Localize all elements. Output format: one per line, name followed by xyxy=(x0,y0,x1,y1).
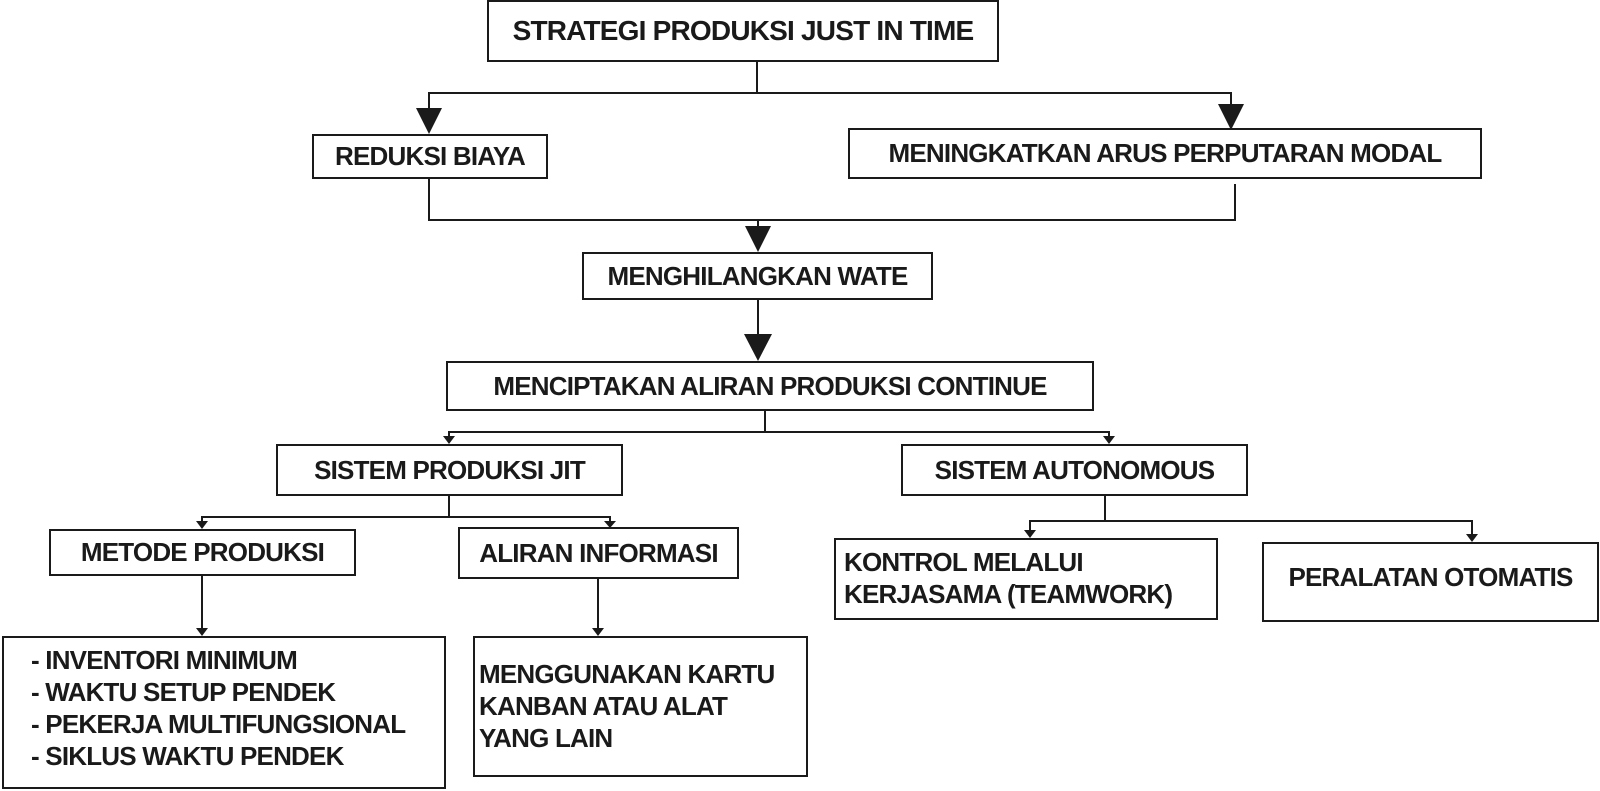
node-sistem-autonomous-label: SISTEM AUTONOMOUS xyxy=(934,454,1215,485)
arrow-head-icon xyxy=(744,334,772,361)
node-menghilangkan-label: MENGHILANGKAN WATE xyxy=(607,260,909,291)
node-metode-produksi: METODE PRODUKSI xyxy=(49,529,356,576)
node-aliran-informasi-label: ALIRAN INFORMASI xyxy=(479,537,718,568)
arrow-head-icon xyxy=(416,108,442,134)
node-sistem-jit: SISTEM PRODUKSI JIT xyxy=(276,444,623,496)
node-reduksi-biaya-label: REDUKSI BIAYA xyxy=(335,141,526,171)
node-reduksi-biaya: REDUKSI BIAYA xyxy=(312,134,548,179)
node-sistem-autonomous: SISTEM AUTONOMOUS xyxy=(901,444,1248,496)
kontrol-line: KERJASAMA (TEAMWORK) xyxy=(844,579,1173,609)
kanban-line: YANG LAIN xyxy=(479,723,613,753)
node-arus-modal: MENINGKATKAN ARUS PERPUTARAN MODAL xyxy=(848,128,1482,179)
metode-item: - WAKTU SETUP PENDEK xyxy=(31,677,336,707)
kanban-line: KANBAN ATAU ALAT xyxy=(479,691,728,721)
node-aliran-continue: MENCIPTAKAN ALIRAN PRODUKSI CONTINUE xyxy=(446,361,1094,411)
node-root: STRATEGI PRODUKSI JUST IN TIME xyxy=(487,0,999,62)
node-kontrol-teamwork: KONTROL MELALUI KERJASAMA (TEAMWORK) xyxy=(834,538,1218,620)
node-menghilangkan-wate: MENGHILANGKAN WATE xyxy=(582,252,933,300)
node-peralatan-label: PERALATAN OTOMATIS xyxy=(1288,562,1573,592)
node-metode-items: - INVENTORI MINIMUM - WAKTU SETUP PENDEK… xyxy=(2,636,446,789)
metode-item: - PEKERJA MULTIFUNGSIONAL xyxy=(31,709,406,739)
kontrol-line: KONTROL MELALUI xyxy=(844,547,1084,577)
node-peralatan-otomatis: PERALATAN OTOMATIS xyxy=(1262,542,1599,622)
arrow-head-icon xyxy=(745,226,771,252)
node-metode-produksi-label: METODE PRODUKSI xyxy=(80,537,325,567)
arrow-head-icon xyxy=(1218,104,1244,130)
node-aliran-continue-label: MENCIPTAKAN ALIRAN PRODUKSI CONTINUE xyxy=(493,370,1047,401)
node-root-label: STRATEGI PRODUKSI JUST IN TIME xyxy=(512,15,975,46)
metode-item: - INVENTORI MINIMUM xyxy=(31,645,298,675)
kanban-line: MENGGUNAKAN KARTU xyxy=(479,659,775,689)
metode-item: - SIKLUS WAKTU PENDEK xyxy=(31,741,344,771)
node-arus-modal-label: MENINGKATKAN ARUS PERPUTARAN MODAL xyxy=(888,138,1443,168)
node-kanban: MENGGUNAKAN KARTU KANBAN ATAU ALAT YANG … xyxy=(473,636,808,777)
node-sistem-jit-label: SISTEM PRODUKSI JIT xyxy=(314,454,586,485)
node-aliran-informasi: ALIRAN INFORMASI xyxy=(458,527,739,579)
